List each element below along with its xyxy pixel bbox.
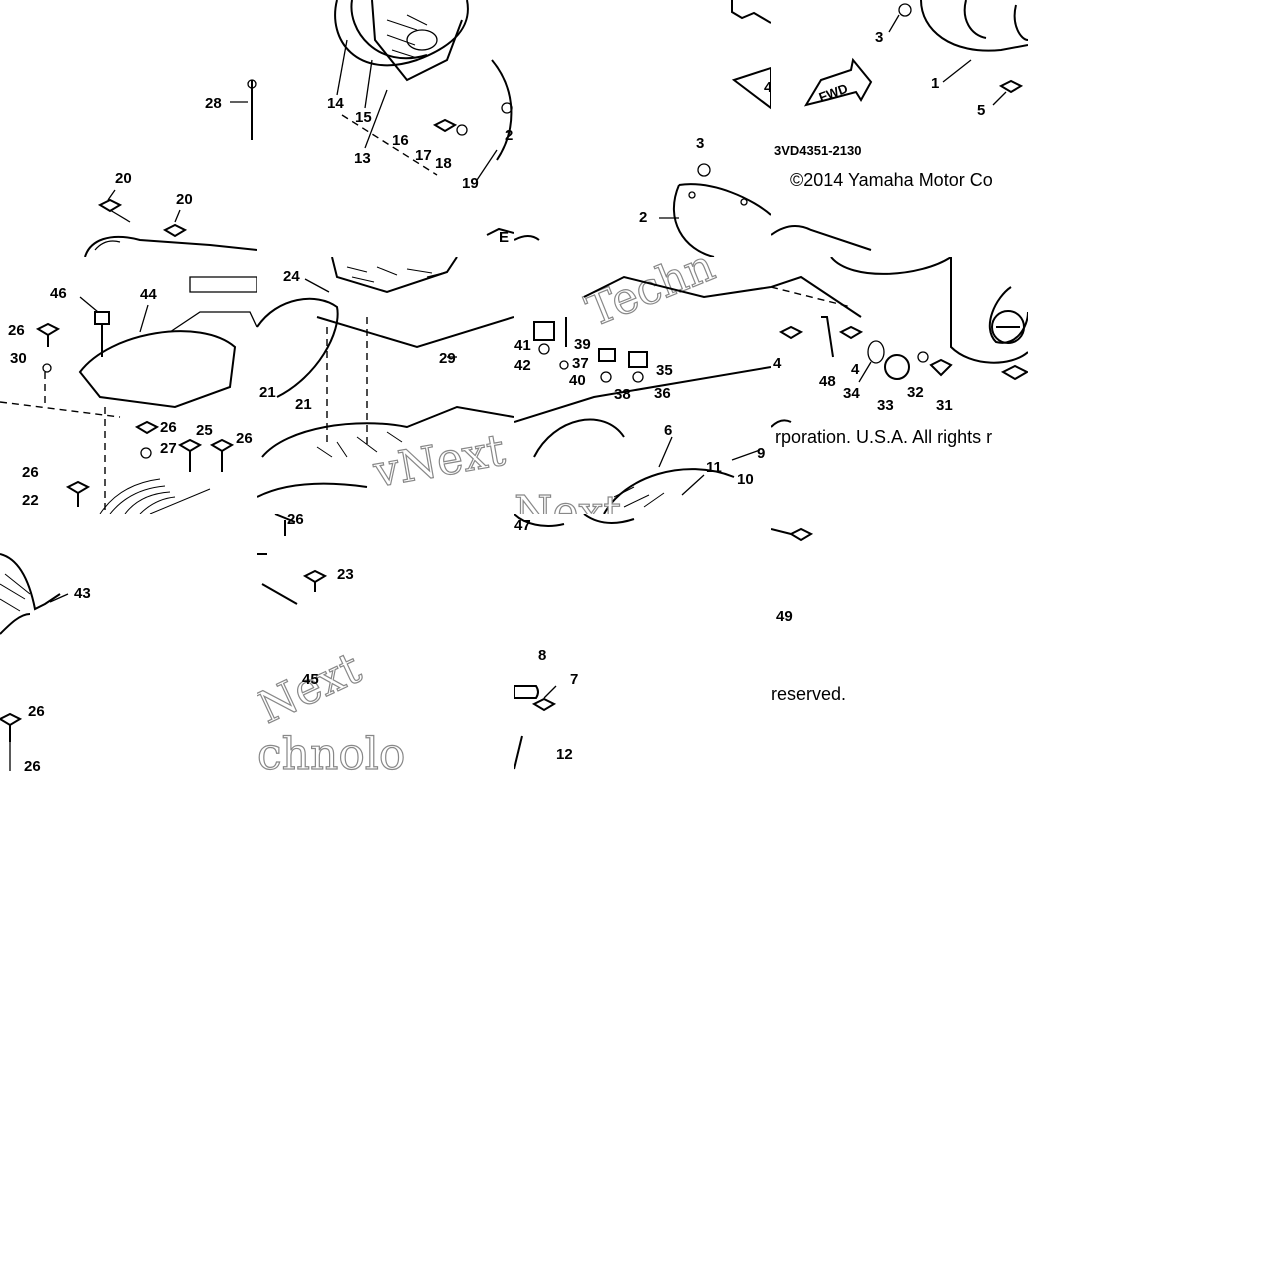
callout-7: 7 bbox=[570, 671, 578, 688]
callout-16: 16 bbox=[392, 132, 409, 149]
blank-margin-right bbox=[1028, 0, 1285, 771]
callout-24: 24 bbox=[283, 268, 300, 285]
callout-21a: 21 bbox=[259, 384, 276, 401]
callout-43: 43 bbox=[74, 585, 91, 602]
fwd-arrow-label: FWD bbox=[817, 81, 850, 105]
callout-26a: 26 bbox=[8, 322, 25, 339]
tile-r0-c1: 2 14 15 13 16 17 18 19 E bbox=[257, 0, 514, 257]
callout-1: 1 bbox=[931, 75, 939, 92]
callout-44: 44 bbox=[140, 286, 157, 303]
detail-callouts-9-10-11: 9 10 11 bbox=[642, 420, 771, 514]
callout-26f: 26 bbox=[24, 758, 41, 771]
callout-2: 2 bbox=[639, 209, 647, 226]
tile-r1-c3: 4 48 4 34 33 32 31 bbox=[771, 257, 1028, 514]
callout-28: 28 bbox=[205, 95, 222, 112]
callout-42: 42 bbox=[514, 357, 531, 374]
callout-34: 34 bbox=[843, 385, 860, 402]
callout-19: 19 bbox=[462, 175, 479, 192]
callout-18: 18 bbox=[435, 155, 452, 172]
callout-36: 36 bbox=[654, 385, 671, 402]
callout-27: 27 bbox=[160, 440, 177, 457]
callout-3a: 3 bbox=[696, 135, 704, 152]
copyright-line-3: reserved. bbox=[771, 684, 847, 704]
copyright-line-2: rporation. U.S.A. All rights r bbox=[775, 427, 993, 447]
callout-12: 12 bbox=[556, 746, 573, 763]
tile-r2-c1: 26 23 Next chnolo 45 bbox=[257, 514, 514, 771]
callout-20a: 20 bbox=[115, 170, 132, 187]
callout-8: 8 bbox=[538, 647, 546, 664]
callout-33: 33 bbox=[877, 397, 894, 414]
tile-r0-c3: 3 1 5 FWD bbox=[771, 0, 1028, 257]
tile-r0-c2: 4 3 2 bbox=[514, 0, 771, 257]
callout-22: 22 bbox=[22, 492, 39, 509]
callout-21b: 21 bbox=[295, 396, 312, 413]
callout-17: 17 bbox=[415, 147, 432, 164]
callout-31: 31 bbox=[936, 397, 953, 414]
tile-r0-c0: 28 20 20 bbox=[0, 0, 257, 257]
callout-49: 49 bbox=[776, 608, 793, 625]
part-code: 3VD4351-2130 bbox=[774, 143, 862, 158]
callout-48: 48 bbox=[819, 373, 836, 390]
callout-26c: 26 bbox=[236, 430, 253, 447]
callout-26g: 26 bbox=[287, 514, 304, 528]
watermark-text-5: chnolo bbox=[257, 729, 405, 771]
callout-4b: 4 bbox=[851, 361, 860, 378]
fwd-arrow-icon: FWD bbox=[803, 57, 873, 107]
callout-26b: 26 bbox=[160, 419, 177, 436]
callout-38: 38 bbox=[614, 386, 631, 403]
callout-25: 25 bbox=[196, 422, 213, 439]
callout-29: 29 bbox=[439, 350, 456, 367]
callout-35: 35 bbox=[656, 362, 673, 379]
callout-4a: 4 bbox=[773, 355, 782, 372]
tile-r2-c3: 49 bbox=[771, 514, 1028, 771]
tile-r1-c2: Techn 41 39 42 37 40 38 35 36 6 Next bbox=[514, 257, 771, 514]
callout-11: 11 bbox=[706, 459, 722, 476]
callout-26d: 26 bbox=[22, 464, 39, 481]
callout-47: 47 bbox=[514, 517, 531, 534]
callout-30: 30 bbox=[10, 350, 27, 367]
callout-26e: 26 bbox=[28, 703, 45, 720]
callout-9: 9 bbox=[757, 445, 765, 462]
copyright-line-1: ©2014 Yamaha Motor Co bbox=[790, 170, 993, 190]
watermark-text-2: vNext Te bbox=[369, 413, 514, 498]
blank-margin-bottom bbox=[0, 771, 1285, 1285]
tile-r2-c0: 43 26 26 bbox=[0, 514, 257, 771]
callout-23: 23 bbox=[337, 566, 354, 583]
callout-10: 10 bbox=[737, 471, 754, 488]
callout-37: 37 bbox=[572, 355, 589, 372]
callout-3b: 3 bbox=[875, 29, 883, 46]
tile-r1-c1: 24 29 21 21 vNext Te bbox=[257, 257, 514, 514]
callout-41: 41 bbox=[514, 337, 531, 354]
tile-r1-c0: 46 44 26 30 26 27 25 26 bbox=[0, 257, 257, 514]
callout-45: 45 bbox=[302, 671, 319, 688]
callout-40: 40 bbox=[569, 372, 586, 389]
callout-15: 15 bbox=[355, 109, 372, 126]
callout-5: 5 bbox=[977, 102, 985, 119]
callout-14: 14 bbox=[327, 95, 344, 112]
callout-20b: 20 bbox=[176, 191, 193, 208]
callout-32: 32 bbox=[907, 384, 924, 401]
watermark-text-3: Next bbox=[514, 487, 621, 514]
callout-4-partial: 4 bbox=[764, 79, 771, 96]
callout-46: 46 bbox=[50, 285, 67, 302]
callout-13: 13 bbox=[354, 150, 371, 167]
watermark-text-4: Next bbox=[257, 642, 369, 734]
callout-e-partial: E bbox=[499, 229, 509, 246]
callout-6: 6 bbox=[664, 422, 672, 439]
tile-r2-c2: 47 8 7 12 bbox=[514, 514, 771, 771]
callout-39: 39 bbox=[574, 336, 591, 353]
callout-2-partial: 2 bbox=[505, 127, 513, 144]
